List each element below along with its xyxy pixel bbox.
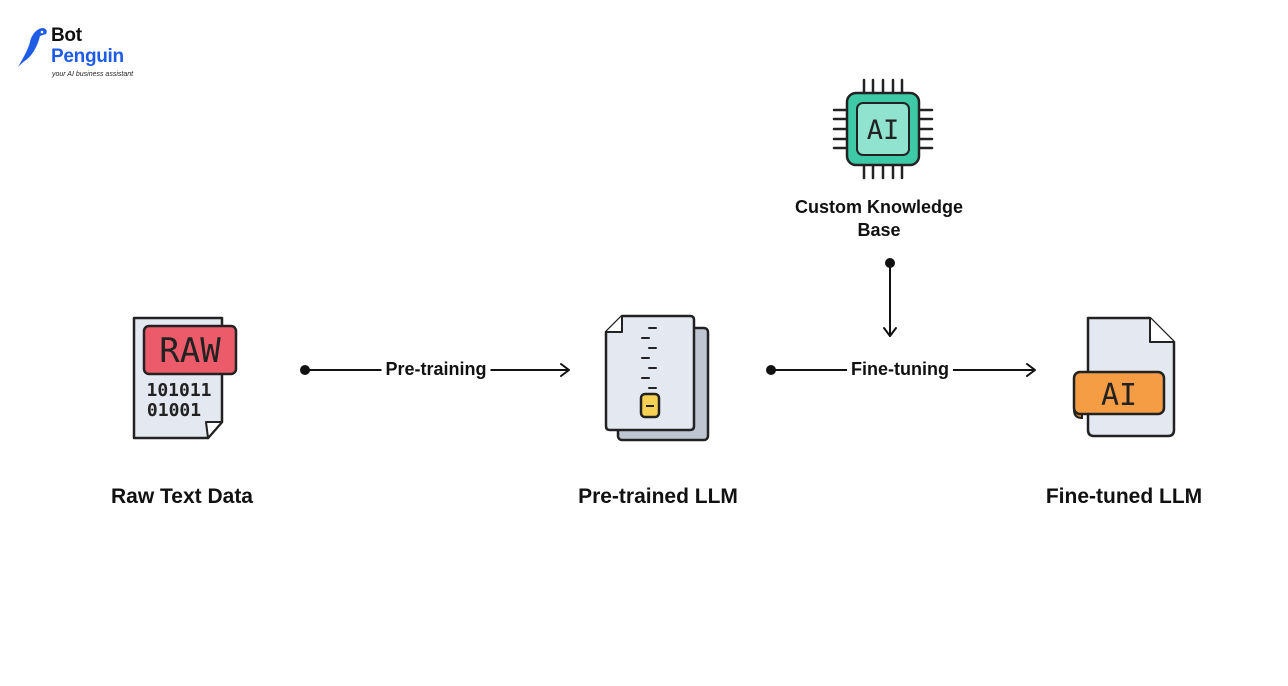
pretrained-llm-label: Pre-trained LLM xyxy=(578,485,738,508)
raw-file-icon: RAW 101011 01001 xyxy=(132,316,238,440)
finetuned-llm-label: Fine-tuned LLM xyxy=(1045,485,1203,508)
knowledge-base-label: Custom Knowledge Base xyxy=(759,196,999,242)
botpenguin-logo: Bot Penguin your AI business assistant xyxy=(18,24,158,84)
binary-line-2: 01001 xyxy=(147,400,201,421)
logo-tagline: your AI business assistant xyxy=(52,71,134,78)
logo-word-bot: Bot xyxy=(51,25,82,46)
finetuning-start-dot xyxy=(766,365,776,375)
knowledge-base-label-line2: Base xyxy=(857,220,901,240)
logo-word-penguin: Penguin xyxy=(51,46,124,67)
raw-text-data-label: Raw Text Data xyxy=(111,485,253,508)
zip-archive-icon xyxy=(604,314,710,442)
chip-badge-text: AI xyxy=(867,115,900,146)
ai-chip-icon: AI xyxy=(832,78,934,180)
knowledge-base-label-line1: Custom Knowledge xyxy=(794,197,963,217)
ai-file-badge-text: AI xyxy=(1101,378,1137,413)
ai-file-icon: AI xyxy=(1072,316,1176,438)
pretraining-arrowhead xyxy=(560,363,570,377)
pretraining-label: Pre-training xyxy=(381,359,491,380)
penguin-bird-icon xyxy=(18,28,47,67)
finetuning-label: Fine-tuning xyxy=(847,359,953,380)
pretraining-start-dot xyxy=(300,365,310,375)
knowledge-arrowhead xyxy=(883,327,897,337)
raw-badge-text: RAW xyxy=(159,331,221,371)
binary-line-1: 101011 xyxy=(146,380,211,401)
knowledge-start-dot xyxy=(885,258,895,268)
finetuning-arrowhead xyxy=(1026,363,1036,377)
